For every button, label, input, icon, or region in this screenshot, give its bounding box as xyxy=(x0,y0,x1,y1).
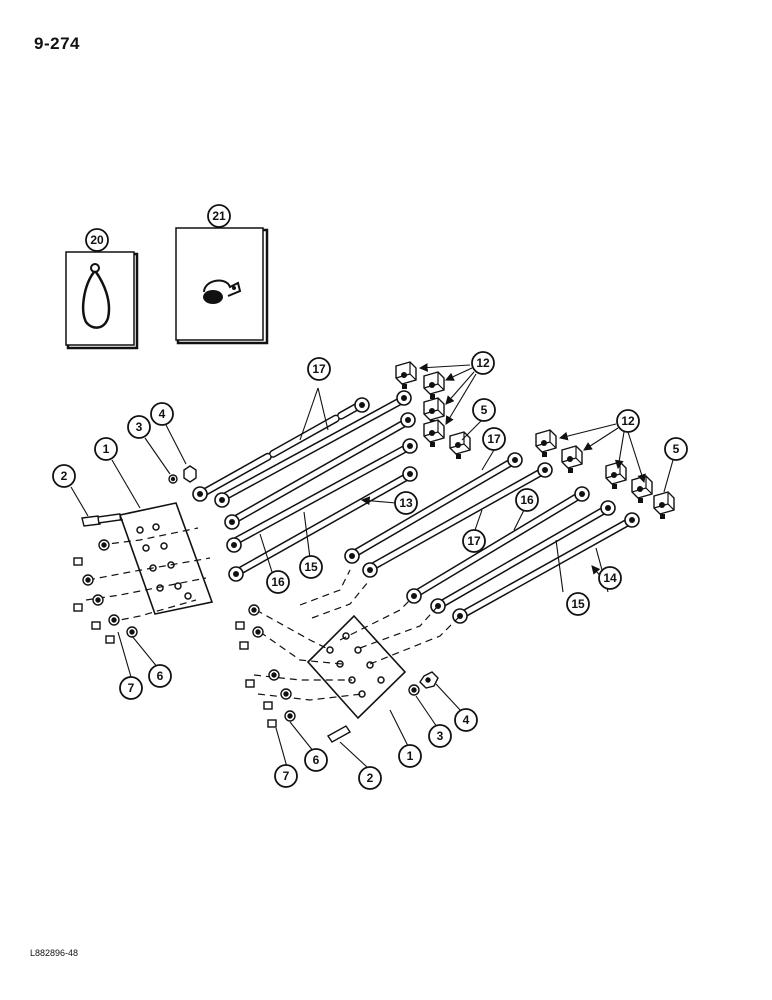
callout-2-right: 2 xyxy=(367,771,374,785)
pipe-clamp-icon xyxy=(203,279,242,304)
callout-21: 21 xyxy=(212,209,226,223)
hose-strap-icon xyxy=(82,270,111,329)
callout-4-right: 4 xyxy=(463,713,470,727)
left-hardware xyxy=(73,513,138,644)
callout-4-left: 4 xyxy=(159,407,166,421)
callout-1-left: 1 xyxy=(103,442,110,456)
callout-7-left: 7 xyxy=(128,681,135,695)
callout-6-right: 6 xyxy=(313,753,320,767)
callout-14: 14 xyxy=(603,571,617,585)
callout-3-left: 3 xyxy=(136,420,143,434)
callout-bubbles xyxy=(52,204,688,790)
callout-16-right: 16 xyxy=(520,493,534,507)
left-mounting-plate xyxy=(118,502,214,615)
right-mounting-plate xyxy=(306,614,407,720)
callout-16-left: 16 xyxy=(271,575,285,589)
inset-20-box xyxy=(65,251,139,350)
callout-13: 13 xyxy=(399,496,413,510)
callout-7-right: 7 xyxy=(283,769,290,783)
inset-21-box xyxy=(175,227,269,345)
callout-15-left: 15 xyxy=(304,560,318,574)
callout-17-top: 17 xyxy=(312,362,326,376)
right-hardware xyxy=(168,465,439,743)
callout-5-right: 5 xyxy=(673,442,680,456)
callout-12-right: 12 xyxy=(621,414,635,428)
dashed-routing-lines xyxy=(85,519,461,701)
callout-labels: 2 1 3 4 7 6 7 6 2 1 3 4 17 12 5 17 12 5 … xyxy=(61,209,680,785)
callout-17-low: 17 xyxy=(467,534,481,548)
leader-lines xyxy=(70,387,674,768)
callout-5-left: 5 xyxy=(481,403,488,417)
lower-hose-set xyxy=(348,456,636,620)
callout-12-top: 12 xyxy=(476,356,490,370)
callout-2-left: 2 xyxy=(61,469,68,483)
callout-3-right: 3 xyxy=(437,729,444,743)
callout-1-right: 1 xyxy=(407,749,414,763)
figure-code: L882896-48 xyxy=(30,948,79,958)
callout-17-mid: 17 xyxy=(487,432,501,446)
page-number: 9-274 xyxy=(34,34,80,53)
callout-6-left: 6 xyxy=(157,669,164,683)
callout-15-right: 15 xyxy=(571,597,585,611)
callout-20: 20 xyxy=(90,233,104,247)
